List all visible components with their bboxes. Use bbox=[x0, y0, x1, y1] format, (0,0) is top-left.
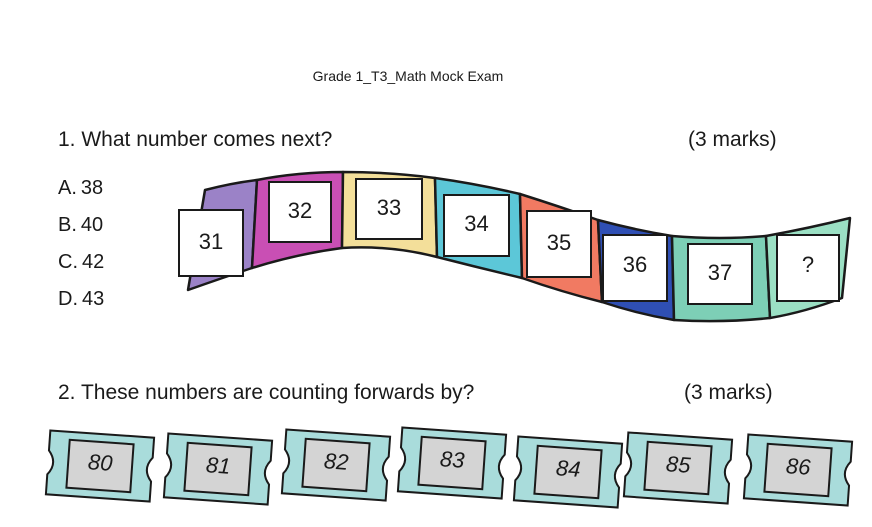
ticket-82: 82 bbox=[278, 425, 395, 505]
question-1-marks: (3 marks) bbox=[688, 128, 777, 151]
exam-title: Grade 1_T3_Math Mock Exam bbox=[312, 68, 504, 84]
ticket-shape bbox=[162, 432, 274, 506]
ticket-83: 83 bbox=[394, 423, 511, 503]
sequence-box-36: 36 bbox=[602, 234, 668, 302]
question-2-text: 2. These numbers are counting forwards b… bbox=[58, 381, 475, 404]
sequence-box-33: 33 bbox=[355, 178, 423, 240]
ticket-shape bbox=[396, 426, 508, 500]
sequence-box-37: 37 bbox=[687, 243, 753, 305]
ticket-85: 85 bbox=[620, 428, 737, 508]
option-a[interactable]: A.38 bbox=[58, 177, 104, 199]
ticket-shape bbox=[512, 435, 624, 509]
ticket-shape bbox=[44, 429, 156, 503]
ticket-86: 86 bbox=[740, 430, 857, 510]
option-b[interactable]: B.40 bbox=[58, 214, 104, 236]
ticket-shape bbox=[280, 428, 392, 502]
ticket-84: 84 bbox=[510, 432, 627, 512]
option-c[interactable]: C.42 bbox=[58, 251, 105, 273]
sequence-box-34: 34 bbox=[443, 194, 510, 257]
ticket-80: 80 bbox=[42, 426, 159, 506]
ticket-81: 81 bbox=[160, 429, 277, 509]
ticket-shape bbox=[622, 431, 734, 505]
question-1-text: 1. What number comes next? bbox=[58, 128, 333, 151]
question-2-marks: (3 marks) bbox=[684, 381, 773, 404]
ticket-shape bbox=[742, 433, 854, 507]
sequence-box-32: 32 bbox=[268, 181, 332, 243]
sequence-box-35: 35 bbox=[526, 210, 592, 278]
sequence-box-unknown: ? bbox=[776, 234, 840, 302]
answer-options: A.38 B.40 C.42 D.43 bbox=[58, 174, 104, 322]
sequence-box-31: 31 bbox=[178, 209, 244, 277]
option-d[interactable]: D.43 bbox=[58, 288, 105, 310]
